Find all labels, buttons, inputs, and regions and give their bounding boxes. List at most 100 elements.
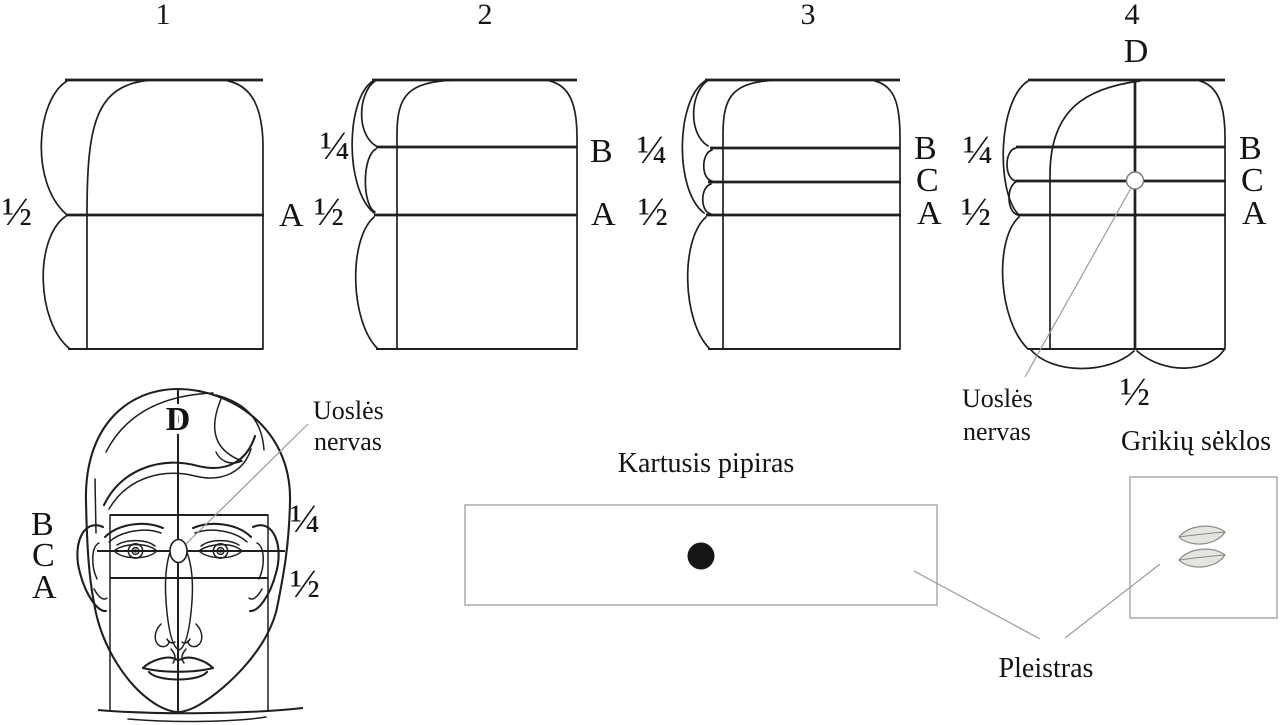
hair-fringe	[214, 398, 243, 464]
half-label: ½	[638, 189, 668, 234]
step-number: 1	[156, 0, 171, 31]
fold-curve-lower	[686, 216, 711, 350]
lower-lip	[147, 670, 209, 681]
bottom-half-label: ½	[1120, 369, 1150, 414]
right-nostril-wing	[187, 623, 203, 648]
quarter-label: ¼	[290, 496, 320, 541]
fold-step-4: 4 D Uoslės nervas ¼ ½ B C A ½	[961, 0, 1267, 446]
half-label: ½	[314, 189, 344, 234]
right-eyelid	[200, 539, 240, 547]
left-ear	[76, 524, 108, 613]
c-label: C	[916, 162, 939, 199]
a-label: A	[591, 196, 616, 233]
fold-curve-lower	[1001, 216, 1029, 350]
upper-lip	[141, 656, 215, 670]
nerve-pointer-line	[1024, 187, 1132, 378]
head-outline	[84, 387, 292, 714]
left-pupil	[133, 549, 138, 553]
left-eyelid	[116, 539, 156, 547]
c-label: C	[1241, 162, 1264, 199]
seed-top-midline	[1178, 531, 1226, 538]
fold-curve-lower	[42, 215, 71, 350]
step-number: 4	[1125, 0, 1140, 31]
b-label: B	[1239, 130, 1262, 167]
paper-inner-fold	[1049, 80, 1141, 349]
right-eyebrow	[191, 522, 253, 539]
left-eyebrow	[103, 522, 165, 539]
left-eyebrow-lower	[108, 529, 162, 543]
right-iris	[212, 543, 229, 559]
half-label: ½	[290, 561, 320, 606]
fold-curve-inner	[360, 80, 377, 147]
nerve-pointer-line	[185, 423, 309, 545]
left-pupil-ring	[131, 546, 140, 556]
nerve-callout-line2: nervas	[963, 417, 1031, 446]
seed-bottom-midline	[1178, 554, 1226, 561]
plaster-callout: Pleistras	[913, 563, 1161, 684]
b-label: B	[31, 506, 54, 543]
bottom-fold-bulge-left	[1030, 349, 1135, 370]
a-label: A	[279, 197, 304, 234]
b-label: B	[914, 130, 937, 167]
plaster-square	[1129, 476, 1278, 619]
nerve-point-marker	[169, 538, 188, 564]
c-label: C	[32, 537, 55, 574]
fold-cap-c-a	[701, 183, 712, 215]
right-eye	[198, 543, 243, 559]
paper-inner-fold	[86, 79, 153, 350]
fold-step-1: 1 ½ A	[2, 0, 304, 350]
pepper-plaster: Kartusis pipiras	[464, 448, 938, 606]
right-pupil	[218, 549, 223, 553]
right-ear-inner	[248, 542, 264, 600]
nerve-callout-line2: nervas	[314, 427, 382, 456]
paper-right-edge	[227, 80, 264, 350]
temple-line	[94, 478, 97, 534]
fold-cap-b-c	[1006, 147, 1017, 182]
nerve-point-marker	[1125, 171, 1145, 190]
left-ear-inner	[92, 542, 108, 600]
fold-curve-outer	[351, 80, 375, 214]
nerve-callout-line1: Uoslės	[962, 384, 1033, 413]
fold-curve-inner	[692, 80, 709, 147]
paper-right-edge	[549, 80, 578, 350]
nostrils	[166, 638, 191, 644]
a-label: A	[1242, 195, 1267, 232]
quarter-label: ¼	[963, 127, 993, 172]
fold-step-3: 3 ¼ ½ B C A	[637, 0, 942, 350]
quarter-label: ¼	[320, 123, 350, 168]
neck-line	[97, 707, 304, 715]
nose-outline	[164, 541, 194, 651]
fold-step-2: 2 ¼ ½ B A	[314, 0, 616, 350]
fold-curve-outer	[1002, 80, 1029, 215]
d-label: D	[166, 401, 191, 438]
neck-line-lower	[127, 716, 267, 723]
step-number: 3	[801, 0, 816, 31]
left-eye	[113, 543, 158, 559]
left-nostril-wing	[154, 623, 170, 648]
half-label: ½	[961, 189, 991, 234]
fold-cap-c-a	[1008, 180, 1019, 216]
quarter-label: ¼	[637, 127, 667, 172]
philtrum	[170, 648, 187, 664]
face-diagram: D B C A ¼ ½ Uoslės nervas	[31, 387, 384, 723]
step-number: 2	[478, 0, 493, 31]
paper-right-edge	[874, 80, 901, 350]
b-label: B	[590, 133, 613, 170]
hairline	[102, 434, 257, 507]
nerve-callout-line1: Uoslės	[313, 396, 384, 425]
half-label: ½	[2, 189, 32, 234]
hair-strand	[105, 392, 214, 453]
fold-curve-lower	[354, 216, 379, 350]
seeds-label: Grikių sėklos	[1121, 426, 1271, 457]
plaster-pointer-right	[1064, 563, 1161, 639]
hair-strand	[215, 394, 265, 451]
mouth-line	[141, 666, 215, 673]
pepper-label: Kartusis pipiras	[618, 448, 795, 479]
plaster-label: Pleistras	[999, 653, 1094, 684]
bottom-fold-bulge-right	[1136, 349, 1225, 369]
hair-strand	[108, 448, 252, 510]
right-pupil-ring	[216, 546, 225, 556]
fold-cap-b-c	[702, 149, 713, 182]
fold-curve-mid	[364, 148, 377, 213]
